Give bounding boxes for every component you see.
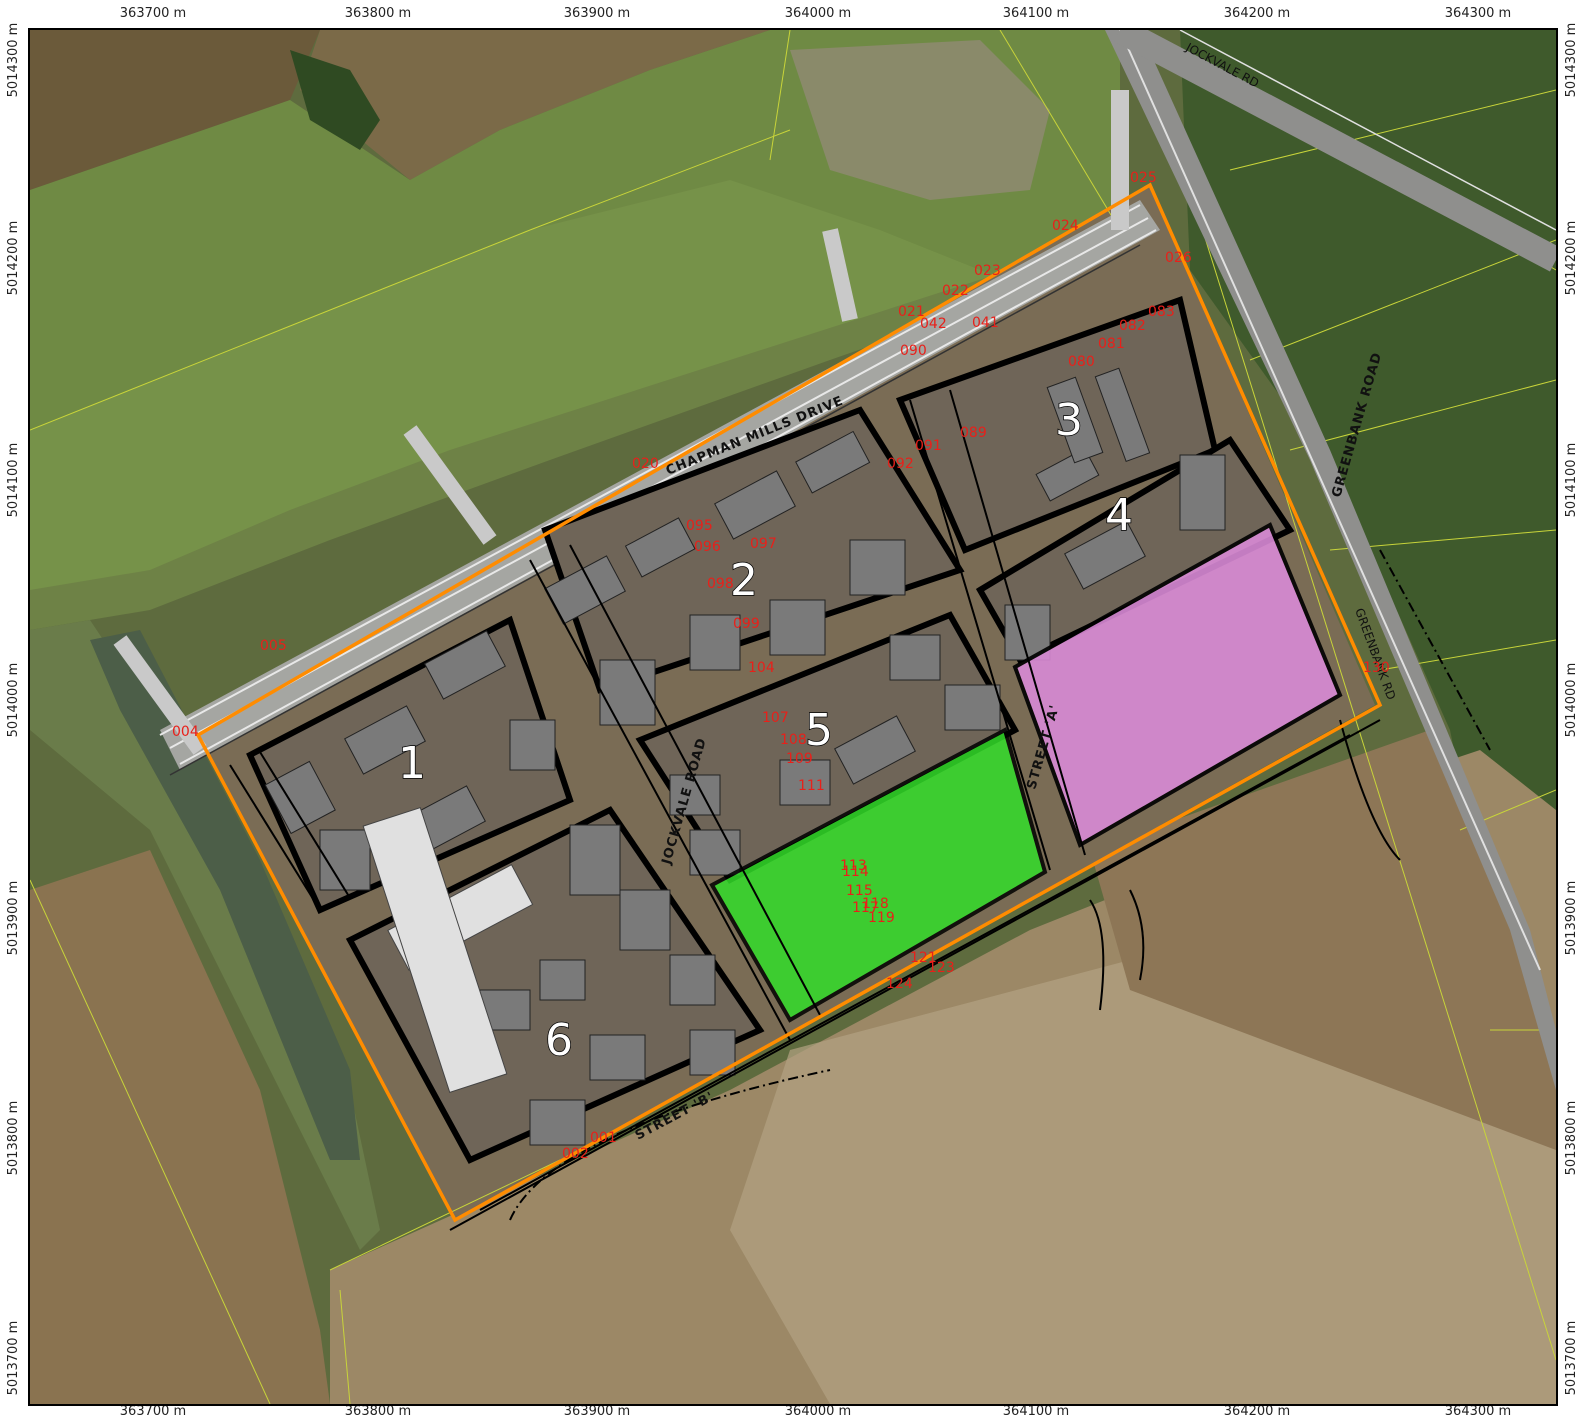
point-label: 097 bbox=[750, 536, 777, 552]
greenbank-road bbox=[1105, 30, 1556, 1090]
y-tick-label: 5014200 m bbox=[6, 220, 21, 296]
y-tick-label: 5013700 m bbox=[1564, 1320, 1579, 1396]
block-label-2: 2 bbox=[730, 555, 758, 606]
street-linework bbox=[229, 389, 1491, 1231]
point-label: 089 bbox=[960, 425, 987, 441]
point-label: 114 bbox=[842, 864, 869, 880]
point-label: 090 bbox=[900, 343, 927, 359]
survey-points: 001 002 004 005 020 021 022 023 024 025 … bbox=[172, 170, 1390, 1162]
canal-bank bbox=[30, 620, 380, 1250]
x-tick-label: 364300 m bbox=[1444, 1404, 1512, 1419]
field-nw bbox=[30, 30, 320, 190]
point-label: 081 bbox=[1098, 336, 1125, 352]
y-tick-label: 5014200 m bbox=[1564, 220, 1579, 296]
field-sw bbox=[30, 850, 330, 1404]
field-se bbox=[1090, 730, 1556, 1150]
side-roads bbox=[113, 228, 858, 755]
point-label: 099 bbox=[733, 616, 760, 632]
point-label: 113 bbox=[840, 858, 867, 874]
point-label: 026 bbox=[1165, 250, 1192, 266]
point-label: 022 bbox=[942, 283, 969, 299]
pink-parcel bbox=[1012, 522, 1343, 848]
point-label: 024 bbox=[1052, 218, 1079, 234]
x-tick-label: 363900 m bbox=[563, 1404, 631, 1419]
trees-north bbox=[290, 50, 380, 150]
y-tick-label: 5013700 m bbox=[6, 1320, 21, 1396]
block-label-5: 5 bbox=[805, 705, 833, 756]
map-frame[interactable]: 1 2 3 4 5 6 CHAPMAN MILLS DRIVE JOCKVALE… bbox=[28, 28, 1558, 1406]
point-label: 107 bbox=[762, 710, 789, 726]
y-tick-label: 5014300 m bbox=[6, 22, 21, 98]
green-parcel bbox=[709, 727, 1048, 1023]
point-label: 004 bbox=[172, 724, 199, 740]
point-label: 005 bbox=[260, 638, 287, 654]
y-tick-label: 5014300 m bbox=[1564, 22, 1579, 98]
y-tick-label: 5014100 m bbox=[6, 442, 21, 518]
map-canvas[interactable]: 1 2 3 4 5 6 CHAPMAN MILLS DRIVE JOCKVALE… bbox=[30, 30, 1556, 1404]
point-label: 042 bbox=[920, 316, 947, 332]
point-label: 124 bbox=[886, 976, 913, 992]
x-tick-label: 363700 m bbox=[119, 1404, 187, 1419]
townhouse-rows bbox=[362, 806, 534, 1094]
point-label: 096 bbox=[694, 539, 721, 555]
point-label: 117 bbox=[852, 900, 879, 916]
x-tick-label: 363700 m bbox=[119, 6, 187, 21]
point-label: 115 bbox=[846, 883, 873, 899]
y-tick-label: 5013900 m bbox=[1564, 880, 1579, 956]
farm-yard bbox=[790, 40, 1050, 200]
point-label: 108 bbox=[780, 732, 807, 748]
point-label: 095 bbox=[686, 518, 713, 534]
point-label: 121 bbox=[910, 950, 937, 966]
point-label: 021 bbox=[898, 304, 925, 320]
point-label: 080 bbox=[1068, 354, 1095, 370]
point-label: 041 bbox=[972, 315, 999, 331]
point-label: 023 bbox=[974, 263, 1001, 279]
pasture bbox=[30, 180, 1030, 630]
point-label: 119 bbox=[868, 910, 895, 926]
x-tick-label: 364000 m bbox=[784, 1404, 852, 1419]
block-label-1: 1 bbox=[398, 738, 426, 789]
point-label: 083 bbox=[1148, 304, 1175, 320]
x-tick-label: 364100 m bbox=[1002, 1404, 1070, 1419]
point-label: 092 bbox=[887, 456, 914, 472]
y-tick-label: 5013800 m bbox=[1564, 1100, 1579, 1176]
x-tick-label: 364100 m bbox=[1002, 6, 1070, 21]
point-label: 111 bbox=[798, 778, 825, 794]
y-tick-label: 5014100 m bbox=[1564, 442, 1579, 518]
point-label: 002 bbox=[562, 1146, 589, 1162]
point-label: 123 bbox=[928, 960, 955, 976]
point-label: 104 bbox=[748, 660, 775, 676]
block-label-4: 4 bbox=[1105, 490, 1133, 541]
x-tick-label: 363900 m bbox=[563, 6, 631, 21]
point-label: 020 bbox=[632, 456, 659, 472]
x-tick-label: 364200 m bbox=[1223, 6, 1291, 21]
y-tick-label: 5013800 m bbox=[6, 1100, 21, 1176]
site-boundary bbox=[195, 182, 1383, 1223]
x-tick-label: 363800 m bbox=[344, 6, 412, 21]
point-label: 118 bbox=[862, 896, 889, 912]
y-tick-label: 5014000 m bbox=[6, 662, 21, 738]
point-label: 082 bbox=[1119, 318, 1146, 334]
y-tick-label: 5013900 m bbox=[6, 880, 21, 956]
x-tick-label: 364300 m bbox=[1444, 6, 1512, 21]
field-north-brown bbox=[300, 30, 770, 180]
point-label: 109 bbox=[786, 751, 813, 767]
x-tick-label: 363800 m bbox=[344, 1404, 412, 1419]
block-labels: 1 2 3 4 5 6 bbox=[397, 394, 1134, 1067]
point-label: 130 bbox=[1363, 660, 1390, 676]
point-label: 091 bbox=[915, 438, 942, 454]
x-tick-label: 364200 m bbox=[1223, 1404, 1291, 1419]
y-tick-label: 5014000 m bbox=[1564, 662, 1579, 738]
block-label-3: 3 bbox=[1055, 395, 1083, 446]
canal-water bbox=[90, 630, 360, 1160]
point-label: 001 bbox=[590, 1130, 617, 1146]
point-label: 098 bbox=[707, 576, 734, 592]
point-label: 025 bbox=[1130, 170, 1157, 186]
x-tick-label: 364000 m bbox=[784, 6, 852, 21]
block-label-6: 6 bbox=[545, 1015, 573, 1066]
